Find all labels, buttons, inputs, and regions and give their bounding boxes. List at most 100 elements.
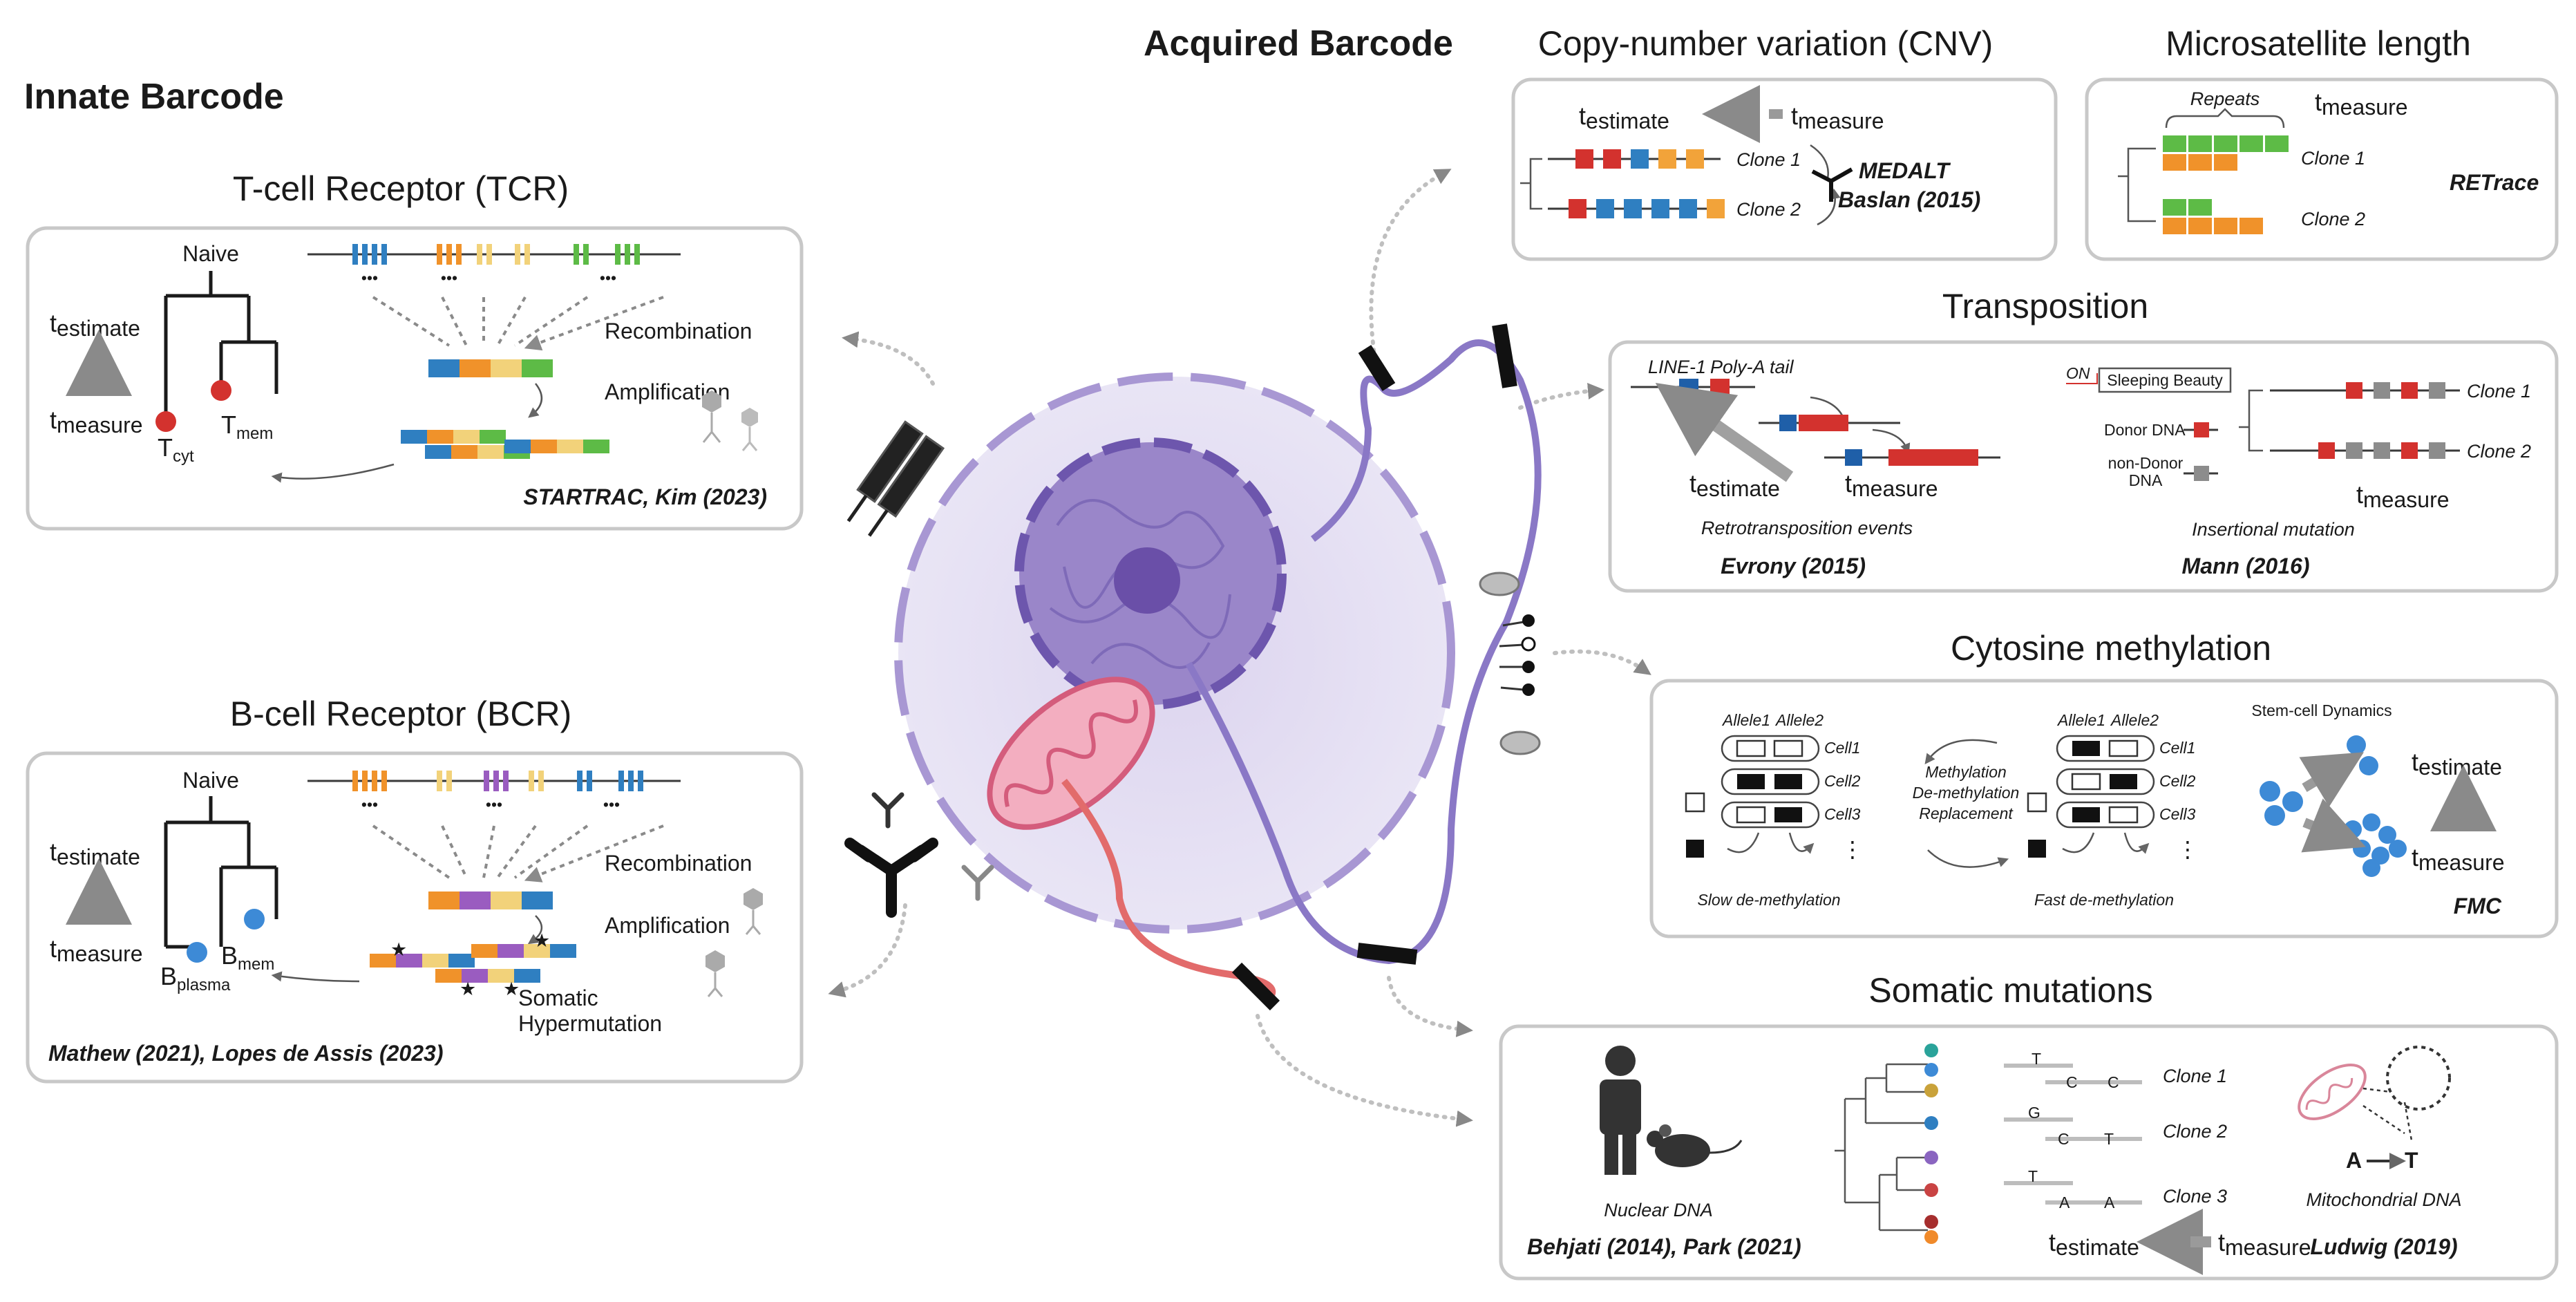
- dna-barcode-segment-1: [1358, 345, 1396, 391]
- cnv-clone2-label: Clone 2: [1736, 199, 1801, 220]
- micro-citation: RETrace: [2450, 170, 2539, 195]
- stem-arrow-down: [2301, 798, 2366, 853]
- flow-arrow-tcr: [842, 331, 935, 386]
- mouse-icon: [1647, 1124, 1743, 1167]
- bcr-recombined-gene: [428, 891, 553, 909]
- sleeping-beauty-box: [2098, 367, 2232, 393]
- transposition-box: [1608, 340, 2559, 593]
- bcr-box: [26, 751, 804, 1084]
- flow-arrow-bcr: [828, 903, 907, 998]
- line1-block: [1779, 415, 1797, 431]
- bcr-ellipsis: •••: [603, 795, 620, 813]
- microsatellite-panel: Microsatellite length Repeats tmeasure C…: [2085, 24, 2559, 261]
- clone1-base-2: C: [2108, 1073, 2119, 1091]
- methylation-left-cells: [1685, 735, 1820, 858]
- somatic-clone1-label: Clone 1: [2163, 1066, 2227, 1086]
- somatic-t-measure: tmeasure: [2218, 1228, 2311, 1260]
- tcr-box: [26, 226, 804, 531]
- tcr-leaf-tmem: [211, 380, 231, 401]
- transposition-citation-mann: Mann (2016): [2182, 554, 2310, 578]
- mito-dna-barcode: [1231, 962, 1280, 1011]
- cnv-t-measure: tmeasure: [1791, 102, 1884, 133]
- retro-label: Retrotransposition events: [1701, 518, 1913, 538]
- clone2-base-2: T: [2104, 1130, 2114, 1148]
- cell3-label: Cell3: [1824, 805, 1861, 823]
- transposition-estimate-arrow: [1655, 383, 1794, 482]
- bcr-ellipsis: •••: [361, 795, 378, 813]
- methylation-right-cells: [2027, 735, 2155, 858]
- cell2-label: Cell2: [1824, 772, 1861, 790]
- transposition-clone-lines: [2270, 389, 2460, 452]
- bcr-leaf-bmem-label: Bmem: [221, 941, 274, 974]
- clone3-top-base: T: [2028, 1167, 2038, 1185]
- flow-arrow-somatic-1: [1387, 976, 1473, 1037]
- transposition-title: Transposition: [1942, 287, 2148, 326]
- cnv-clone1-segments: [1575, 149, 1704, 169]
- mito-small-icon: [2298, 1063, 2367, 1121]
- cells-vdots: ⋮: [2177, 837, 2199, 862]
- tcr-ellipsis: •••: [441, 269, 457, 287]
- transposition-clone1-blocks: [2346, 382, 2445, 399]
- nuclear-label: Nuclear DNA: [1604, 1200, 1713, 1220]
- clone2-reads: [2004, 1117, 2142, 1141]
- bcr-amplification-label: Amplification: [605, 913, 730, 938]
- mito-zoom-lines: [2362, 1087, 2413, 1141]
- tcr-recombination-label: Recombination: [605, 319, 752, 343]
- somatic-panel: Somatic mutations Nuclear DNA Behjati (2…: [1499, 971, 2559, 1281]
- cnv-panel: Copy-number variation (CNV) testimate tm…: [1511, 24, 2058, 261]
- donor-label: Donor DNA: [2104, 421, 2186, 439]
- flow-arrow-methylation: [1553, 649, 1651, 675]
- somatic-phylo-tree: [1835, 1063, 1928, 1232]
- fast-label: Fast de-methylation: [2034, 891, 2174, 909]
- cell1-label: Cell1: [1824, 739, 1860, 757]
- transposition-panel: Transposition LINE-1 Poly-A tail testima…: [1608, 287, 2559, 593]
- tcr-receptor-icon: [846, 420, 945, 537]
- clone3-base-2: A: [2104, 1194, 2115, 1211]
- bcr-leaf-bplasma: [187, 942, 207, 963]
- somatic-box: [1499, 1024, 2559, 1281]
- tcr-amplified-genes: [401, 430, 609, 459]
- clone1-base-1: C: [2066, 1073, 2078, 1091]
- polya-block: [1888, 449, 1978, 466]
- polya-label: Poly-A tail: [1710, 357, 1794, 377]
- somatic-clone2-label: Clone 2: [2163, 1121, 2227, 1142]
- sleeping-beauty-label: Sleeping Beauty: [2107, 371, 2223, 389]
- micro-title: Microsatellite length: [2166, 24, 2471, 63]
- tcr-ellipsis: •••: [600, 269, 616, 287]
- transposition-t-measure: tmeasure: [1845, 469, 1938, 501]
- bcr-panel: B-cell Receptor (BCR) Naive Bplasma Bmem…: [26, 695, 804, 1084]
- micro-repeats-label: Repeats: [2190, 88, 2260, 109]
- tcr-leaf-tcyt: [155, 411, 176, 432]
- insertional-label: Insertional mutation: [2192, 519, 2355, 540]
- shm-star: ★: [503, 979, 520, 999]
- shm-star: ★: [390, 939, 407, 960]
- micro-clone1-repeats: [2163, 135, 2289, 171]
- clone1-reads: [2004, 1064, 2142, 1084]
- bcr-amp-arrow: [527, 915, 542, 945]
- flow-arrow-cnv: [1369, 169, 1452, 361]
- allele1-label: Allele1: [2056, 711, 2105, 729]
- cnv-box: [1511, 77, 2058, 261]
- cell2-label: Cell2: [2159, 772, 2196, 790]
- nondonor-label-1: non-Donor: [2108, 454, 2184, 472]
- cells-vdots: ⋮: [1841, 837, 1864, 862]
- tcr-citation: STARTRAC, Kim (2023): [523, 484, 767, 509]
- tcr-recombination-arrows: [372, 296, 664, 346]
- dna-barcode-segment-3: [1356, 943, 1418, 965]
- micro-t-measure: tmeasure: [2315, 88, 2408, 120]
- cnv-medalt-tree-icon: [1811, 167, 1853, 202]
- bcr-hypermutation-label: Hypermutation: [518, 1011, 662, 1036]
- micro-clone1-label: Clone 1: [2301, 148, 2365, 169]
- micro-repeats-brace: [2165, 108, 2285, 129]
- slow-label: Slow de-methylation: [1697, 891, 1840, 909]
- mitochondrion-icon: [987, 677, 1155, 830]
- methylation-panel: Cytosine methylation Allele1 Allele2 Cel…: [1649, 629, 2559, 938]
- bcr-gene-segments: [352, 771, 643, 791]
- cell1-label: Cell1: [2159, 739, 2195, 757]
- bcr-citation: Mathew (2021), Lopes de Assis (2023): [48, 1041, 443, 1066]
- transposition-arrow: [1872, 428, 1911, 454]
- micro-tree: [2118, 147, 2156, 223]
- somatic-clone3-label: Clone 3: [2163, 1186, 2227, 1207]
- stem-arrow-up: [2299, 752, 2365, 807]
